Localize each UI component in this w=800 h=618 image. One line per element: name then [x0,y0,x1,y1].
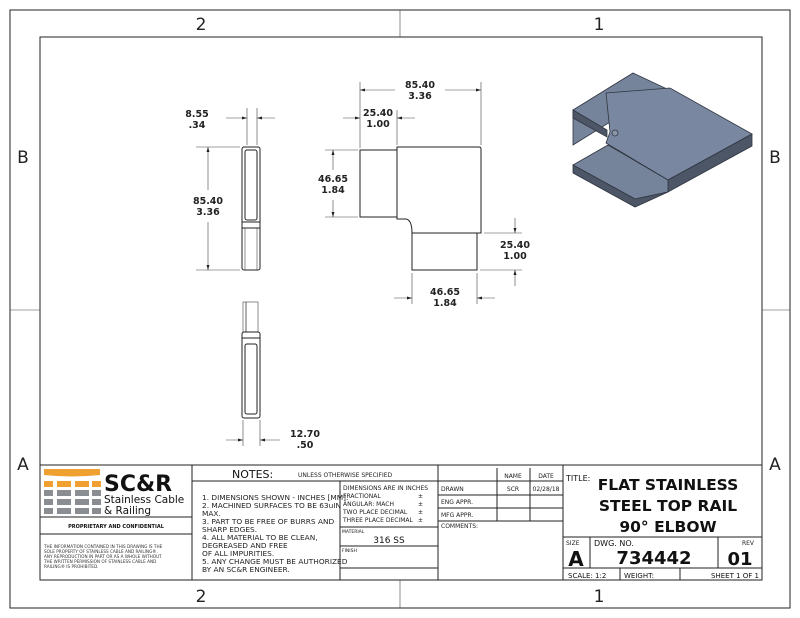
proprietary-heading: PROPRIETARY AND CONFIDENTIAL [68,524,165,530]
svg-text:±: ± [418,517,423,524]
inner-border [39,36,763,581]
svg-text:DIMENSIONS ARE IN INCHES: DIMENSIONS ARE IN INCHES [343,485,428,492]
svg-text:RAILING® IS PROHIBITED.: RAILING® IS PROHIBITED. [44,564,99,569]
svg-text:1. DIMENSIONS SHOWN - INCHES [: 1. DIMENSIONS SHOWN - INCHES [MM]. [202,493,348,502]
svg-text:FRACTIONAL: FRACTIONAL [343,493,381,500]
dim-mm: 25.40 [363,108,393,119]
title-label: TITLE: [565,474,590,483]
side-view [196,108,275,271]
svg-text:4. ALL MATERIAL TO BE CLEAN,: 4. ALL MATERIAL TO BE CLEAN, [202,533,318,542]
svg-text:DEGREASED AND FREE: DEGREASED AND FREE [202,541,288,550]
svg-text:MAX.: MAX. [202,509,221,518]
approvals-table: NAME DATE DRAWN SCR 02/28/18 ENG APPR. M… [441,473,560,530]
bottom-view [226,301,280,446]
size-label: SIZE [566,540,580,547]
svg-text:& Railing: & Railing [104,505,151,517]
svg-text:±: ± [418,501,423,508]
svg-text:Stainless Cable: Stainless Cable [104,494,184,506]
sheet: SHEET 1 OF 1 [711,572,759,580]
front-view [325,82,522,304]
svg-text:DATE: DATE [538,473,554,480]
scale: SCALE: 1:2 [568,572,606,580]
svg-text:SHARP EDGES.: SHARP EDGES. [202,525,257,534]
svg-text:DRAWN: DRAWN [441,486,464,493]
weight: WEIGHT: [624,572,654,580]
svg-text:ANY REPRODUCTION IN PART OR AS: ANY REPRODUCTION IN PART OR AS A WHOLE W… [44,554,162,559]
dim-in: 1.84 [433,298,457,309]
svg-text:90° ELBOW: 90° ELBOW [619,518,716,536]
material-value: 316 SS [373,536,405,546]
dim-in: 1.00 [366,119,390,130]
svg-text:SCR: SCR [507,486,519,493]
dim-mm: 12.70 [290,429,320,440]
dim-in: 3.36 [196,207,220,218]
rev-value: 01 [727,549,752,570]
notes-heading: NOTES: [232,468,273,481]
dim-mm: 25.40 [500,240,530,251]
zone-label: 2 [196,587,207,607]
dim-mm: 46.65 [318,174,348,185]
notes-subheading: UNLESS OTHERWISE SPECIFIED [298,472,393,479]
zone-label: A [769,455,781,475]
svg-text:OF ALL IMPURITIES.: OF ALL IMPURITIES. [202,549,274,558]
svg-text:SOLE PROPERTY OF STAINLESS CAB: SOLE PROPERTY OF STAINLESS CABLE AND RAI… [44,549,158,554]
svg-text:2. MACHINED SURFACES TO BE 63u: 2. MACHINED SURFACES TO BE 63uIN [202,501,341,510]
svg-text:NAME: NAME [504,473,522,480]
rev-label: REV [742,540,755,547]
dim-in: .34 [189,120,206,131]
svg-text:ANGULAR: MACH: ANGULAR: MACH [343,501,394,508]
svg-text:COMMENTS:: COMMENTS: [441,523,478,530]
svg-text:±: ± [418,493,423,500]
zone-label: A [17,455,29,475]
zone-label: 1 [594,587,605,607]
svg-text:±: ± [418,509,423,516]
dim-mm: 8.55 [185,109,208,120]
proprietary-text: THE INFORMATION CONTAINED IN THIS DRAWIN… [43,544,163,569]
svg-text:THREE PLACE DECIMAL: THREE PLACE DECIMAL [342,517,413,524]
dim-in: 1.84 [321,185,345,196]
svg-text:5. ANY CHANGE MUST BE AUTHORIZ: 5. ANY CHANGE MUST BE AUTHORIZED [202,557,348,566]
zone-label: B [769,148,781,168]
title-block-grid [40,464,762,580]
size-value: A [568,547,584,571]
finish-label: FINISH [342,548,357,554]
svg-text:3. PART TO BE FREE OF BURRS AN: 3. PART TO BE FREE OF BURRS AND [202,517,335,526]
zone-label: 2 [196,15,207,35]
notes-list: 1. DIMENSIONS SHOWN - INCHES [MM]. 2. MA… [202,493,348,574]
dwg-no-value: 734442 [616,548,691,569]
isometric-view [572,72,753,208]
dim-mm: 46.65 [430,287,460,298]
zone-label: 1 [594,15,605,35]
dim-in: 1.00 [503,251,527,262]
svg-text:ENG APPR.: ENG APPR. [441,499,473,506]
dim-in: 3.36 [408,91,432,102]
svg-text:02/28/18: 02/28/18 [533,486,560,493]
svg-text:FLAT STAINLESS: FLAT STAINLESS [598,476,739,494]
company-logo: SC&R Stainless Cable & Railing [44,469,184,517]
svg-text:TWO PLACE DECIMAL: TWO PLACE DECIMAL [342,509,408,516]
tolerances: DIMENSIONS ARE IN INCHES FRACTIONAL ANGU… [342,485,428,524]
zone-label: B [17,148,29,168]
material-label: MATERIAL [342,529,365,535]
dim-in: .50 [297,440,314,451]
svg-text:THE WRITTEN PERMISSION OF STAI: THE WRITTEN PERMISSION OF STAINLESS CABL… [43,559,156,564]
dim-mm: 85.40 [405,80,435,91]
svg-text:BY AN SC&R ENGINEER.: BY AN SC&R ENGINEER. [202,565,290,574]
dwg-no-label: DWG. NO. [594,539,634,548]
dim-mm: 85.40 [193,196,223,207]
svg-text:MFG APPR.: MFG APPR. [441,512,473,519]
svg-text:THE INFORMATION CONTAINED IN T: THE INFORMATION CONTAINED IN THIS DRAWIN… [43,544,163,549]
svg-text:SC&R: SC&R [104,472,172,497]
zone-dividers [10,10,790,608]
drawing-title: FLAT STAINLESS STEEL TOP RAIL 90° ELBOW [598,476,739,536]
svg-text:STEEL TOP RAIL: STEEL TOP RAIL [599,497,737,515]
